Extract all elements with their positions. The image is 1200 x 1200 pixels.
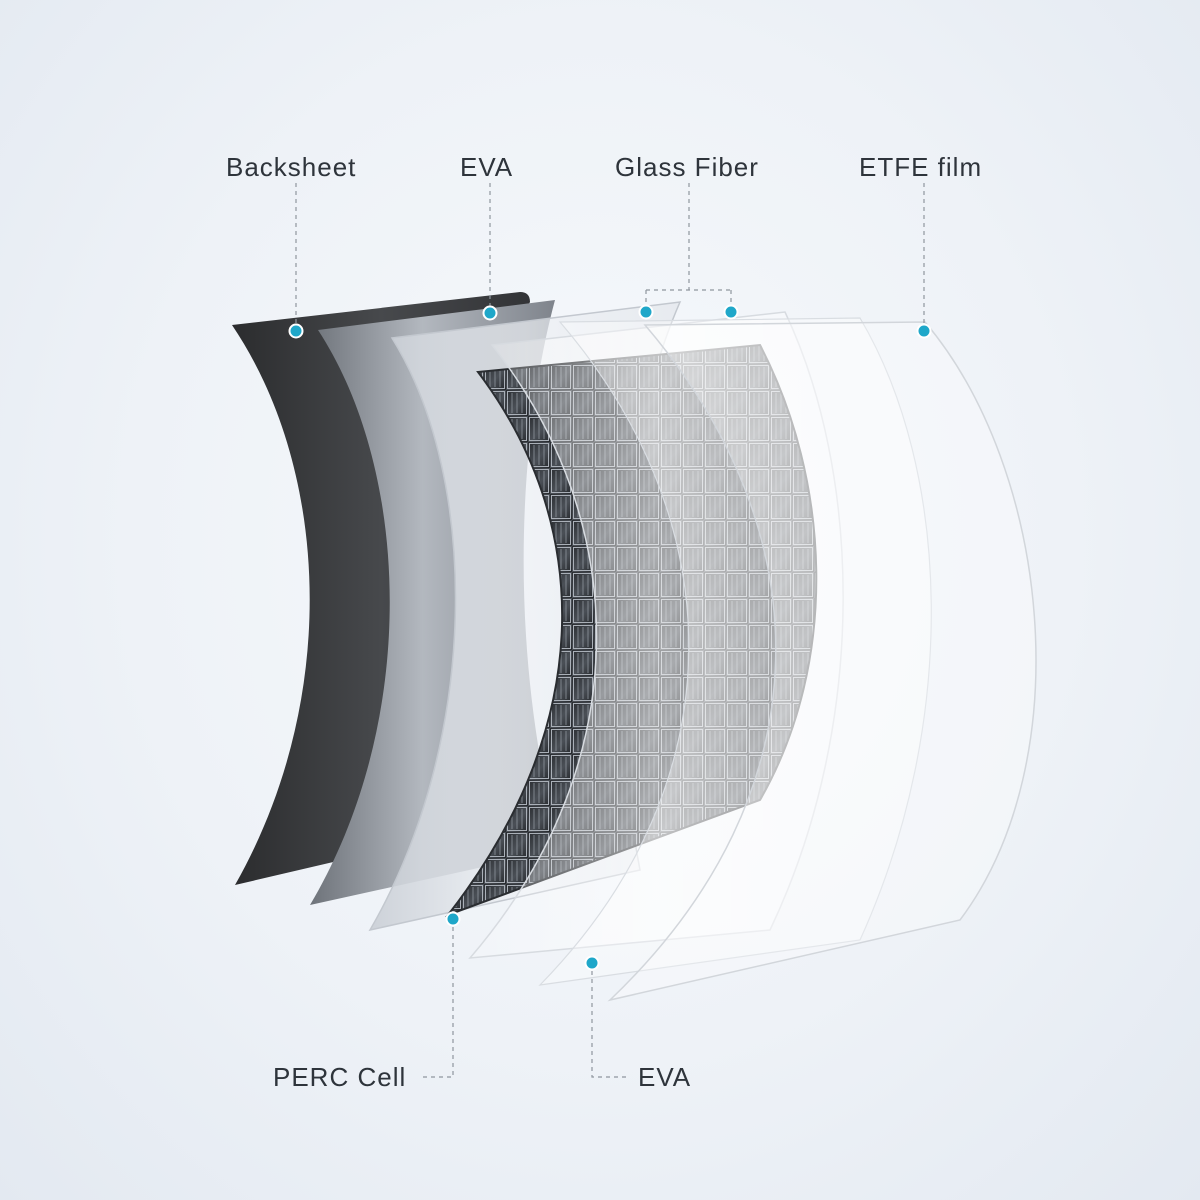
perc-cell-label: PERC Cell: [273, 1062, 407, 1092]
etfe-film-layer: [607, 321, 1037, 1002]
eva-layer-front: [538, 317, 932, 986]
etfe-film-marker-dot: [916, 323, 932, 339]
glass-fiber-label: Glass Fiber: [615, 152, 759, 182]
backsheet-label: Backsheet: [226, 152, 357, 182]
glass-fiber-marker-dot-2: [723, 304, 739, 320]
perc-cell-leader-line: [422, 919, 454, 1078]
eva-top-label: EVA: [460, 152, 514, 182]
eva-bottom-marker-dot: [584, 955, 600, 971]
etfe-film-label: ETFE film: [859, 152, 983, 182]
eva-bottom-label: EVA: [638, 1062, 692, 1092]
glass-fiber-marker-dot-1: [638, 304, 654, 320]
backsheet-marker-dot: [288, 323, 304, 339]
perc-cell-marker-dot: [445, 911, 461, 927]
glass-fiber-leader-line: [645, 183, 732, 312]
eva-bottom-leader-line: [591, 963, 630, 1078]
eva-top-marker-dot: [482, 305, 498, 321]
